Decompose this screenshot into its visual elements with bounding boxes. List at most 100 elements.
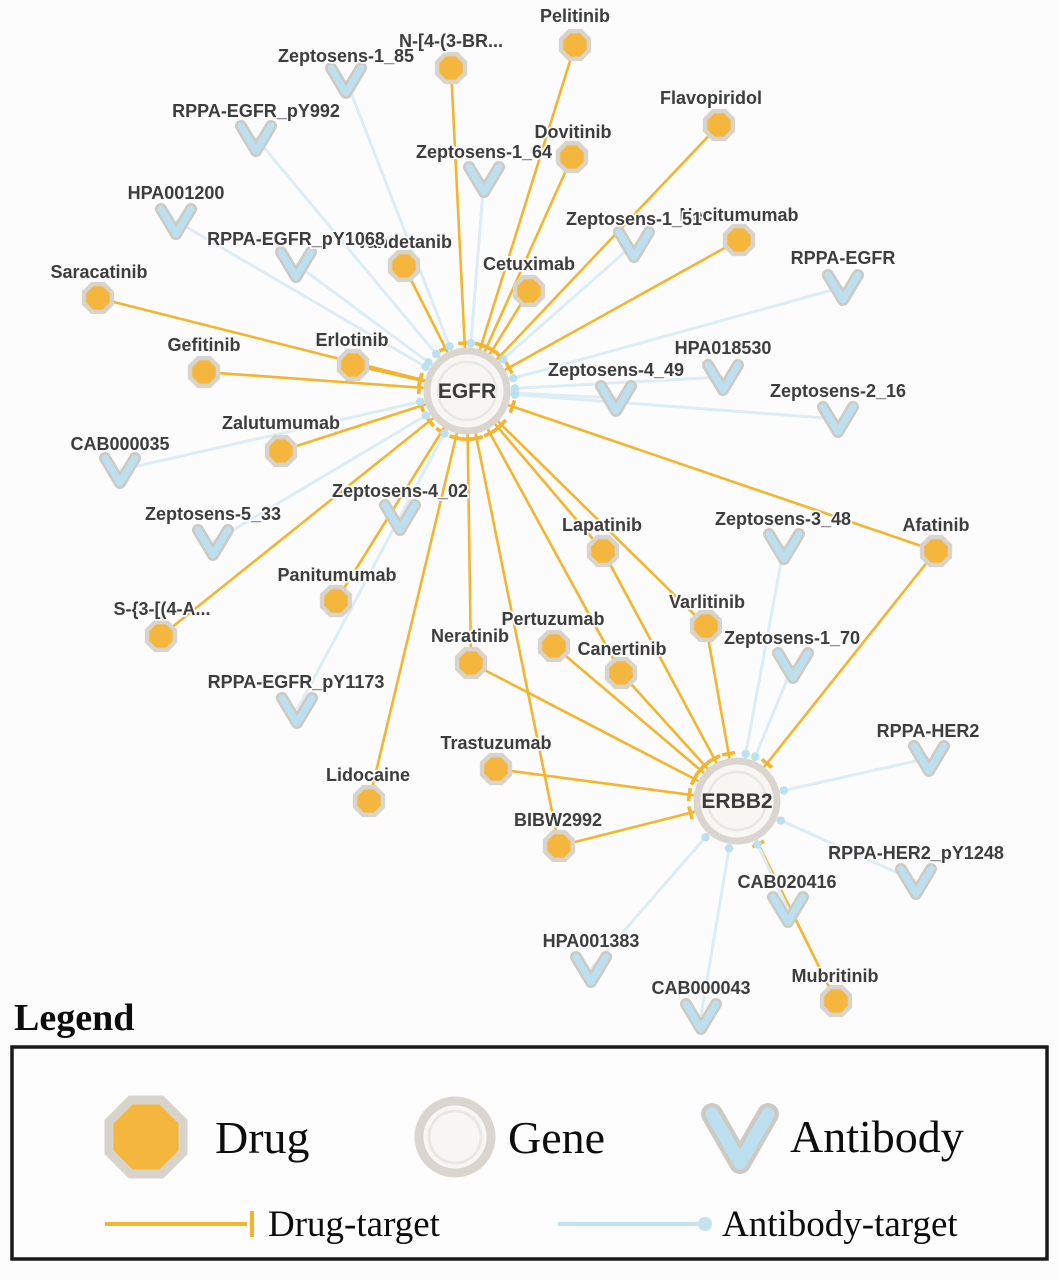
drug-node-pelitinib (558, 28, 592, 62)
antibody-node-zeptosens-1-85 (325, 62, 367, 99)
antibody-node-zeptosens-1-64 (463, 161, 505, 198)
edge-necitumumab--egfr (466, 238, 740, 393)
drug-target-tee (508, 399, 517, 414)
node-label-mubritinib: Mubritinib (792, 966, 879, 986)
antibody-node-zeptosens-1-51 (613, 226, 655, 263)
edge-canertinib--egfr (465, 390, 623, 674)
drug-target-tee (495, 418, 508, 431)
node-label-zeptosens-1-85: Zeptosens-1_85 (278, 46, 414, 66)
node-label-zeptosens-1-64: Zeptosens-1_64 (416, 142, 552, 162)
antibody-node-rppa-egfr-py1173 (276, 692, 318, 729)
edge-hpa001200--egfr (175, 219, 468, 393)
drug-target-tee (686, 788, 693, 802)
node-label-rppa-egfr: RPPA-EGFR (791, 248, 896, 268)
drug-node-vandetanib (387, 249, 421, 283)
node-label-rppa-her2-py1248: RPPA-HER2_pY1248 (828, 843, 1004, 863)
edge-neratinib--erbb2 (470, 661, 738, 803)
drug-node-panitumumab (319, 584, 353, 618)
node-label-cetuximab: Cetuximab (483, 254, 575, 274)
node-label-lapatinib: Lapatinib (562, 515, 642, 535)
edge-saracatinib--egfr (97, 296, 468, 393)
antibody-target-dot (445, 342, 454, 351)
edge-lidocaine--egfr (367, 390, 469, 802)
node-label-rppa-egfr-py1173: RPPA-EGFR_pY1173 (208, 672, 385, 692)
layer-nodes (81, 28, 953, 1035)
antibody-target-dot (701, 833, 710, 842)
antibody-target-dot (779, 786, 789, 795)
drug-node-lapatinib (586, 534, 620, 568)
legend-antibody-label: Antibody (790, 1111, 964, 1162)
drug-node-varlitinib (689, 609, 723, 643)
node-label-zeptosens-2-16: Zeptosens-2_16 (770, 381, 906, 401)
legend-item-gene: Gene (414, 1096, 605, 1178)
node-label-gefitinib: Gefitinib (168, 335, 241, 355)
node-label-hpa018530: HPA018530 (675, 338, 772, 358)
gene-label-egfr: EGFR (438, 380, 496, 403)
drug-node-n4br (434, 51, 468, 85)
legend-drug-target-label: Drug-target (268, 1204, 441, 1245)
antibody-node-zeptosens-1-70 (772, 647, 814, 684)
node-label-pelitinib: Pelitinib (540, 6, 610, 26)
edge-rppa-egfr-py992--egfr (254, 137, 469, 392)
drug-target-tee (483, 428, 497, 438)
drug-node-canertinib (604, 656, 638, 690)
node-label-zeptosens-3-48: Zeptosens-3_48 (715, 509, 851, 529)
node-label-neratinib: Neratinib (431, 626, 509, 646)
legend-item-antibody-target: Antibody-target (558, 1204, 958, 1245)
drug-node-mubritinib (819, 984, 853, 1018)
antibody-node-rppa-her2 (908, 740, 950, 777)
node-label-s34a: S-{3-[(4-A... (113, 599, 210, 619)
edge-bibw2992--egfr (465, 390, 561, 847)
node-label-zeptosens-1-51: Zeptosens-1_51 (566, 209, 702, 229)
drug-target-tee (469, 434, 484, 442)
legend-gene-label: Gene (508, 1112, 605, 1163)
drug-node-zalutumumab (264, 434, 298, 468)
gene-label-erbb2: ERBB2 (701, 790, 772, 813)
edge-varlitinib--egfr (466, 390, 707, 627)
node-label-erlotinib: Erlotinib (316, 330, 389, 350)
drug-icon (104, 1095, 188, 1179)
node-label-hpa001383: HPA001383 (543, 931, 640, 951)
drug-node-flavopiridol (702, 108, 736, 142)
drug-target-tee (760, 757, 774, 769)
antibody-node-cab020416 (767, 891, 809, 928)
legend-item-drug: Drug (104, 1095, 310, 1179)
node-label-saracatinib: Saracatinib (50, 262, 147, 282)
node-label-cab020416: CAB020416 (737, 872, 836, 892)
drug-node-pertuzumab (537, 629, 571, 663)
gene-node-egfr (423, 347, 511, 435)
legend-item-antibody: Antibody (701, 1103, 964, 1174)
node-label-hpa001200: HPA001200 (128, 183, 225, 203)
drug-node-neratinib (454, 646, 488, 680)
antibody-target-dot (424, 358, 433, 367)
node-label-flavopiridol: Flavopiridol (660, 88, 762, 108)
drug-target-tee (504, 361, 514, 375)
edge-neratinib--egfr (465, 390, 473, 664)
antibody-target-dot (421, 411, 430, 420)
drug-target-tee (707, 754, 721, 764)
edge-pelitinib--egfr (465, 44, 577, 392)
drug-target-tee (687, 806, 694, 820)
node-label-vandetanib: Vandetanib (356, 232, 452, 252)
antibody-target-dot (724, 844, 734, 853)
node-label-afatinib: Afatinib (903, 515, 970, 535)
edge-zeptosens-1-85--egfr (344, 79, 469, 392)
node-label-cab000043: CAB000043 (651, 978, 750, 998)
edge-rppa-egfr-py1173--egfr (295, 390, 469, 711)
legend-drug-label: Drug (215, 1112, 310, 1163)
node-label-varlitinib: Varlitinib (669, 592, 745, 612)
antibody-node-cab000043 (680, 998, 722, 1035)
node-label-rppa-her2: RPPA-HER2 (877, 721, 980, 741)
node-label-zalutumumab: Zalutumumab (222, 413, 340, 433)
node-label-n4br: N-[4-(3-BR... (399, 31, 503, 51)
gene-icon-inner-ring (427, 1109, 483, 1165)
antibody-target-dot (432, 349, 441, 359)
drug-node-necitumumab (722, 223, 756, 257)
drug-node-cetuximab (512, 274, 546, 308)
layer-labels: EGFRERBB2PelitinibN-[4-(3-BR...Dovitinib… (49, 4, 1006, 1000)
drug-node-erlotinib (336, 348, 370, 382)
drug-target-tee (449, 434, 463, 441)
edge-gefitinib--egfr (203, 370, 468, 393)
drug-target-tee (417, 373, 424, 388)
node-label-canertinib: Canertinib (577, 639, 666, 659)
